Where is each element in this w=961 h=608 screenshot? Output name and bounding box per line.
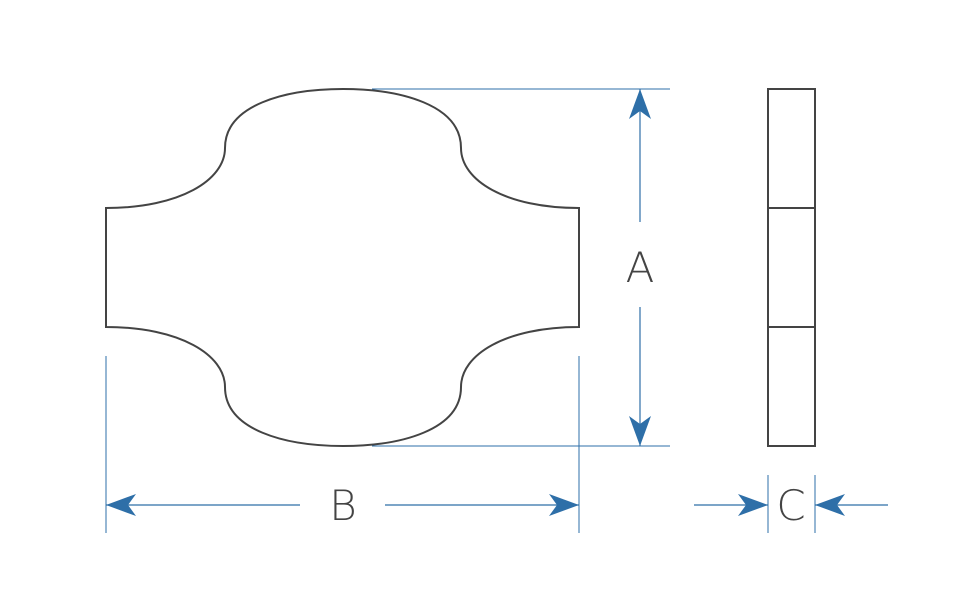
side-view-outline [767,88,816,447]
dimension-a-label: A [626,243,655,292]
side-view [767,88,816,447]
dimension-b-label: B [329,481,357,530]
dimension-b: B [105,356,580,533]
dimension-c-label: C [776,481,805,530]
dimension-c: C [694,475,888,533]
dimension-a: A [372,88,670,447]
top-view-outline [105,87,580,448]
